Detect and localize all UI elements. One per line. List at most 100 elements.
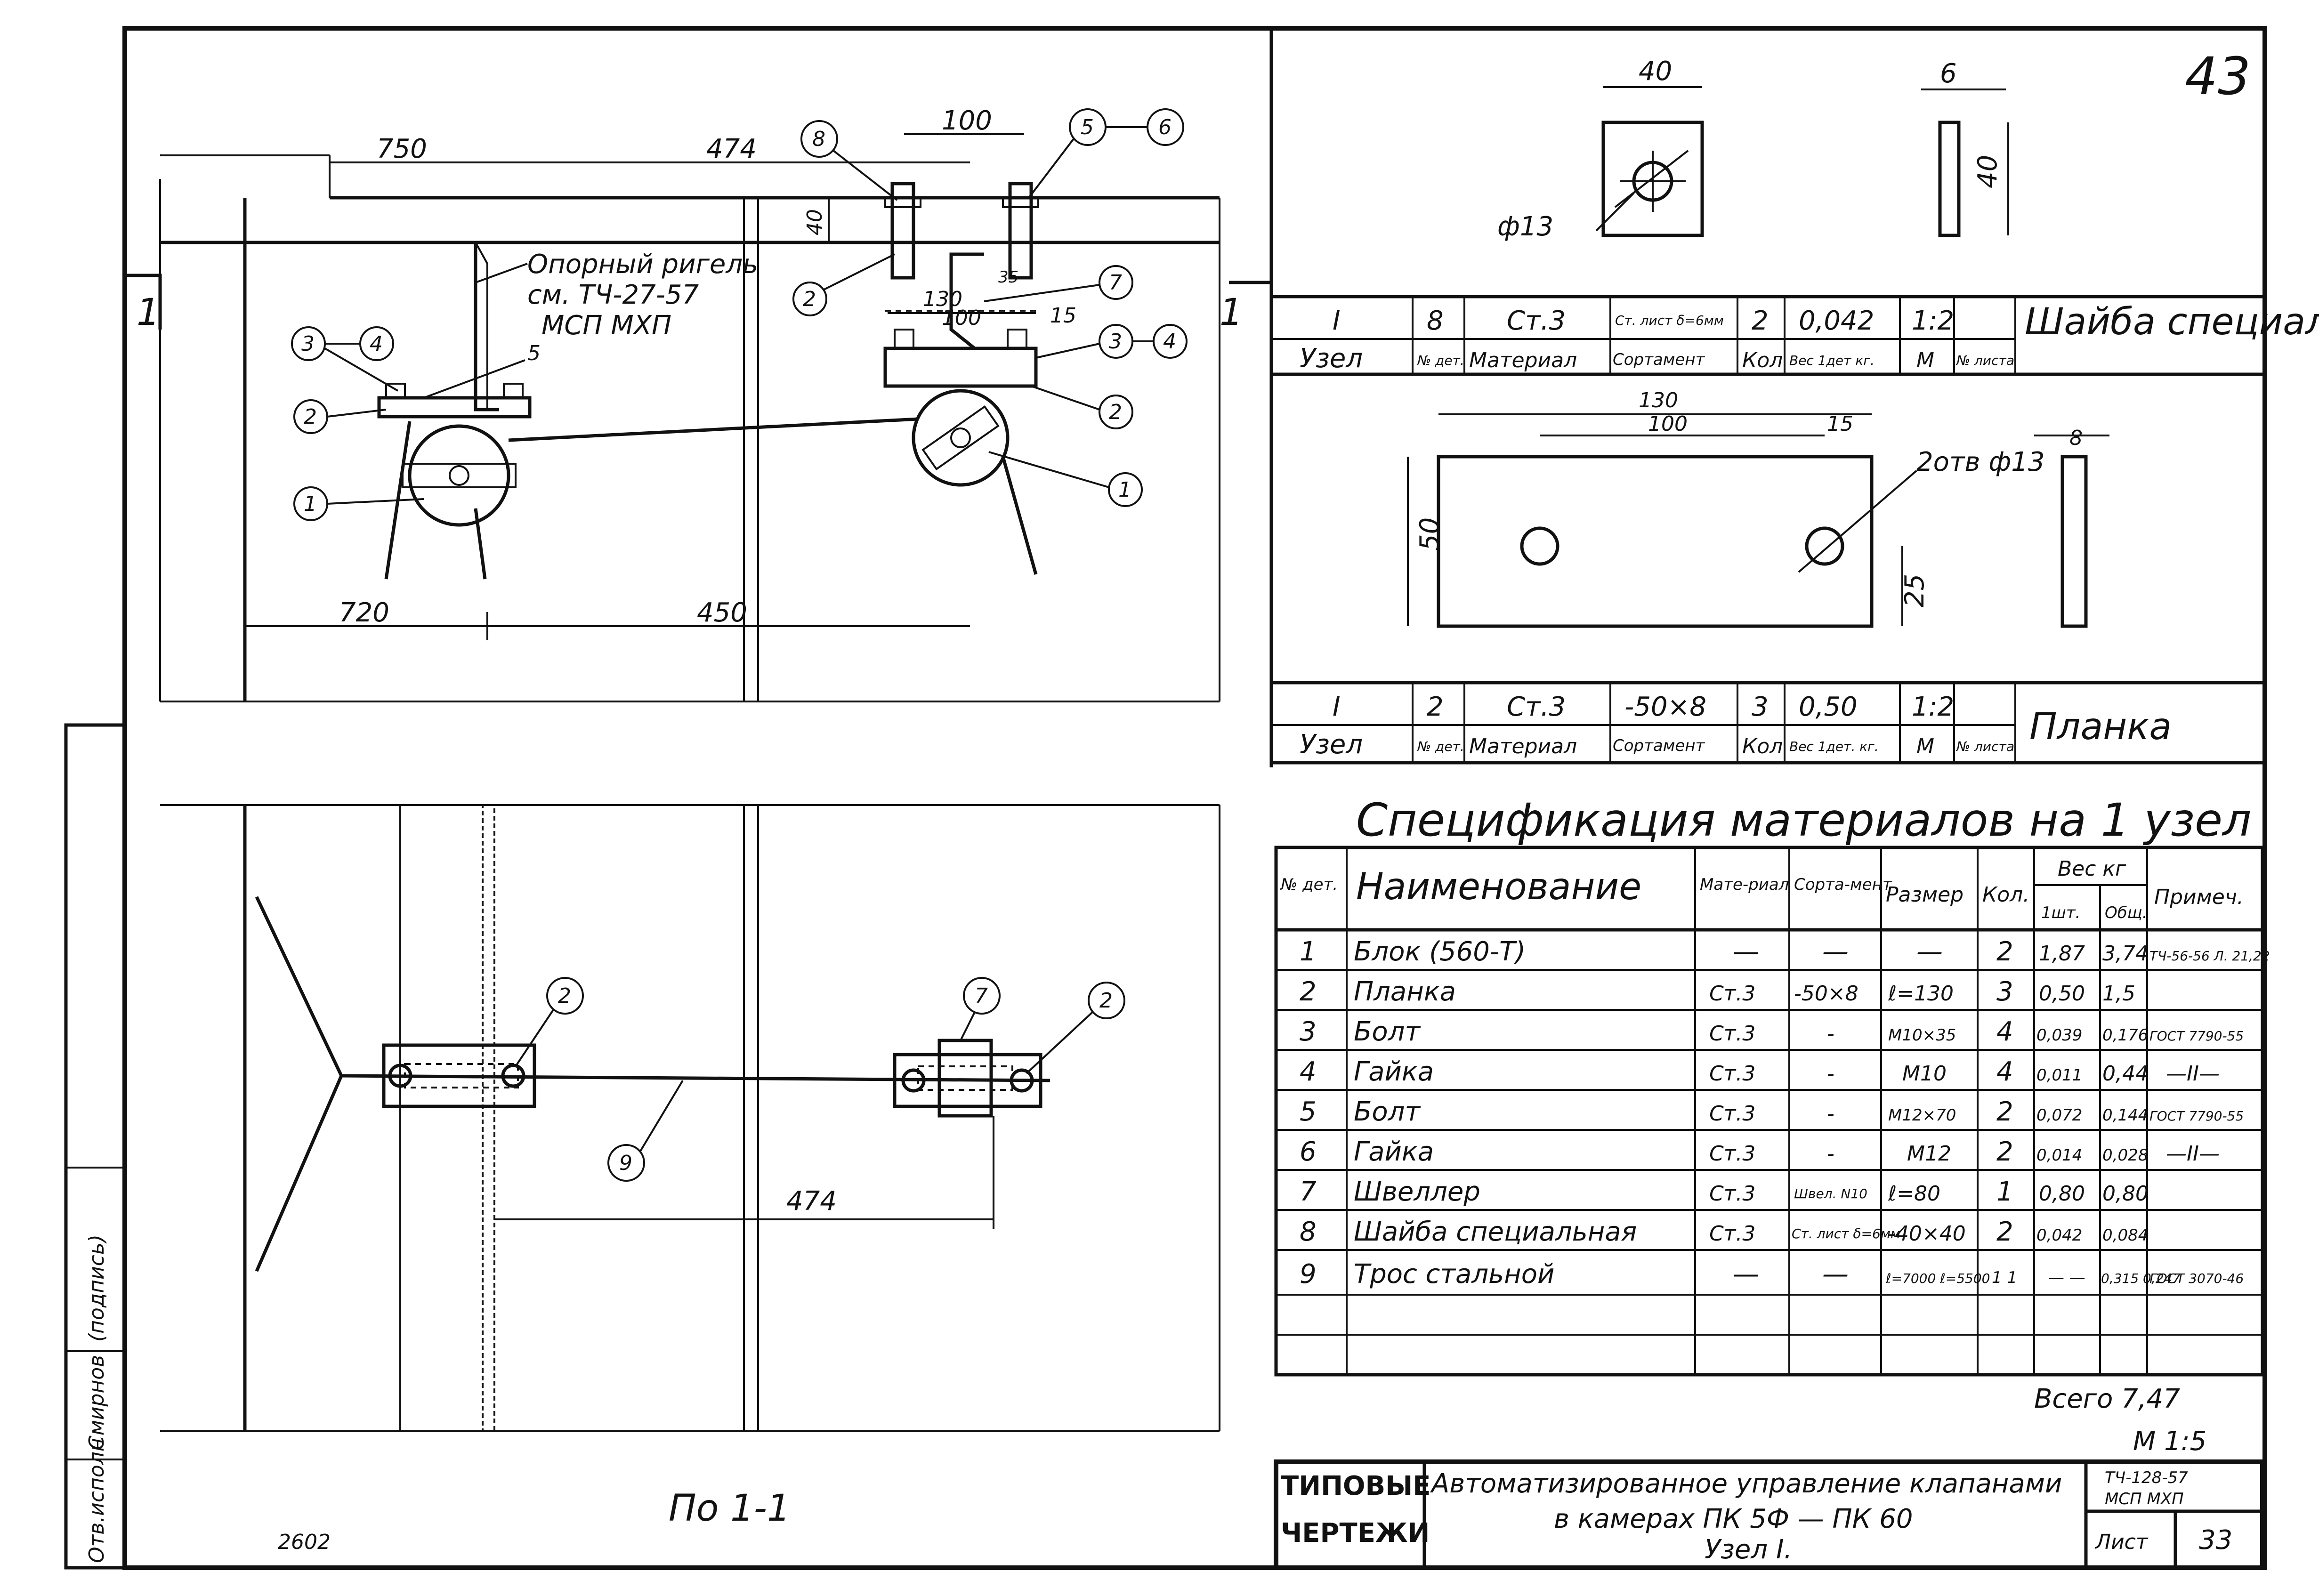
svg-text:М12×70: М12×70 [1888, 1106, 1956, 1125]
washer-hole: ф13 [1497, 211, 1553, 242]
svg-text:4: 4 [1996, 1016, 2013, 1047]
dim-35: 35 [998, 268, 1018, 287]
svg-text:0,176: 0,176 [2102, 1026, 2148, 1045]
svg-text:2: 2 [1752, 306, 1769, 336]
svg-text:1: 1 [1118, 478, 1131, 502]
beam-note-2: см. ТЧ-27-57 [527, 280, 699, 310]
spec-row: 7 Швеллер Ст.3 Швел. N10 ℓ=80 1 0,80 0,8… [1300, 1177, 2149, 1207]
svg-text:Ст.3: Ст.3 [1709, 1022, 1755, 1046]
svg-text:ℓ=80: ℓ=80 [1888, 1182, 1940, 1206]
callout-5-left: 5 [423, 341, 541, 399]
org-line-2: ЧЕРТЕЖИ [1281, 1518, 1430, 1548]
plate-name: Планка [2029, 706, 2172, 748]
elevation-view: 750 474 1 1 100 [127, 105, 1273, 702]
svg-text:0,039: 0,039 [2036, 1026, 2082, 1045]
plan-view: 474 2 7 2 9 По 1-1 2602 [160, 804, 1220, 1554]
title-line-2: в камерах ПК 5Ф — ПК 60 [1554, 1504, 1913, 1534]
svg-text:Ст. лист δ=6мм: Ст. лист δ=6мм [1615, 313, 1724, 328]
svg-text:0,50: 0,50 [1799, 692, 1858, 722]
svg-text:6: 6 [1158, 115, 1172, 139]
svg-text:3: 3 [1752, 692, 1769, 722]
callout-1-right: 1 [988, 451, 1143, 507]
callout-2-plan-right: 2 [1026, 982, 1125, 1074]
svg-text:2: 2 [304, 405, 317, 429]
svg-text:0,50: 0,50 [2039, 982, 2085, 1006]
svg-text:—II—: —II— [2166, 1062, 2220, 1086]
svg-text:0,084: 0,084 [2102, 1226, 2148, 1245]
svg-text:4: 4 [1996, 1056, 2013, 1087]
svg-text:0,028: 0,028 [2102, 1146, 2148, 1165]
spec-row: 1 Блок (560-Т) — — — 2 1,87 3,74 ТЧ-56-5… [1300, 936, 2270, 967]
svg-text:0,072: 0,072 [2036, 1106, 2082, 1125]
svg-text:I: I [1333, 306, 1341, 336]
spec-row: 3 Болт Ст.3 - М10×35 4 0,039 0,176 ГОСТ … [1300, 1016, 2244, 1047]
plate-detail: 130 100 15 50 25 2отв ф13 8 [1407, 388, 2109, 628]
svg-text:2: 2 [1996, 936, 2013, 967]
callout-2-left: 2 [293, 399, 387, 434]
svg-text:2: 2 [1300, 976, 1317, 1007]
svg-text:2: 2 [1996, 1096, 2013, 1127]
callout-8: 8 [800, 120, 898, 201]
svg-text:Наименование: Наименование [1356, 866, 1641, 908]
dim-130: 130 [923, 287, 962, 311]
svg-text:1 1: 1 1 [1992, 1268, 2017, 1287]
svg-text:Кол.: Кол. [1982, 883, 2029, 907]
dim-100-inner: 100 [942, 306, 981, 330]
spec-row: 8 Шайба специальная Ст.3 Ст. лист δ=6мм … [1300, 1217, 2148, 1247]
callout-1-left: 1 [293, 486, 424, 521]
section-mark-right: 1 [1220, 291, 1243, 334]
svg-text:-: - [1827, 1062, 1834, 1086]
svg-text:0,042: 0,042 [1799, 306, 1874, 336]
svg-text:Ст.3: Ст.3 [1709, 1102, 1755, 1126]
callout-7-top: 7 [984, 265, 1133, 302]
dim-40: 40 [803, 209, 827, 235]
callout-6: 6 [1106, 108, 1184, 146]
plate-dim-130: 130 [1639, 388, 1678, 412]
svg-text:1: 1 [1996, 1177, 2013, 1207]
svg-text:0,014: 0,014 [2036, 1146, 2082, 1165]
svg-text:2: 2 [1109, 400, 1122, 424]
svg-text:Узел: Узел [1300, 729, 1363, 760]
plate-dim-25: 25 [1899, 574, 1930, 607]
svg-text:7: 7 [975, 984, 988, 1008]
washer-dim-6: 6 [1940, 58, 1957, 89]
svg-text:2: 2 [1427, 692, 1444, 722]
svg-text:М: М [1916, 348, 1934, 372]
svg-text:Сортамент: Сортамент [1613, 736, 1705, 755]
svg-text:Ст. лист δ=6мм: Ст. лист δ=6мм [1792, 1226, 1900, 1241]
svg-text:М12: М12 [1907, 1142, 1951, 1166]
dim-15: 15 [1050, 304, 1076, 328]
svg-text:—: — [1733, 1259, 1759, 1290]
svg-text:ℓ=7000 ℓ=5500: ℓ=7000 ℓ=5500 [1885, 1271, 1990, 1286]
svg-text:1: 1 [304, 492, 317, 516]
svg-text:Вес 1дет кг.: Вес 1дет кг. [1789, 353, 1875, 368]
svg-text:ГОСТ 7790-55: ГОСТ 7790-55 [2149, 1108, 2244, 1124]
svg-text:№ листа: № листа [1955, 353, 2014, 368]
plate-holes-label: 2отв ф13 [1916, 447, 2044, 477]
svg-text:0,44: 0,44 [2102, 1062, 2149, 1086]
sidebar-role: Отв.исполн [85, 1438, 109, 1563]
svg-text:7: 7 [1109, 271, 1122, 295]
svg-text:Ст.3: Ст.3 [1507, 306, 1566, 336]
svg-text:1:2: 1:2 [1912, 692, 1954, 722]
svg-text:Ст.3: Ст.3 [1709, 1142, 1755, 1166]
title-line-1: Автоматизированное управление клапанами [1430, 1468, 2062, 1499]
archive-number: 2602 [278, 1530, 331, 1554]
svg-text:3: 3 [1109, 330, 1122, 354]
svg-text:Кол: Кол [1742, 734, 1783, 758]
spec-row: 5 Болт Ст.3 - М12×70 2 0,072 0,144 ГОСТ … [1300, 1096, 2244, 1127]
svg-text:2: 2 [558, 984, 571, 1008]
svg-text:—: — [1822, 936, 1849, 967]
svg-text:Ст.3: Ст.3 [1709, 1222, 1755, 1246]
svg-text:ℓ=130: ℓ=130 [1888, 982, 1954, 1006]
svg-text:Ст.3: Ст.3 [1507, 692, 1566, 722]
washer-name: Шайба специальная [2025, 301, 2319, 343]
callout-9: 9 [607, 1080, 684, 1182]
beam-note-1: Опорный ригель [527, 249, 758, 280]
callout-2-right-top: 2 [792, 253, 895, 316]
dim-474-top: 474 [706, 134, 757, 164]
svg-text:1шт.: 1шт. [2041, 903, 2080, 922]
svg-text:№ дет.: № дет. [1416, 739, 1464, 754]
svg-text:Швеллер: Швеллер [1354, 1177, 1480, 1207]
svg-text:Вес 1дет. кг.: Вес 1дет. кг. [1789, 739, 1879, 754]
